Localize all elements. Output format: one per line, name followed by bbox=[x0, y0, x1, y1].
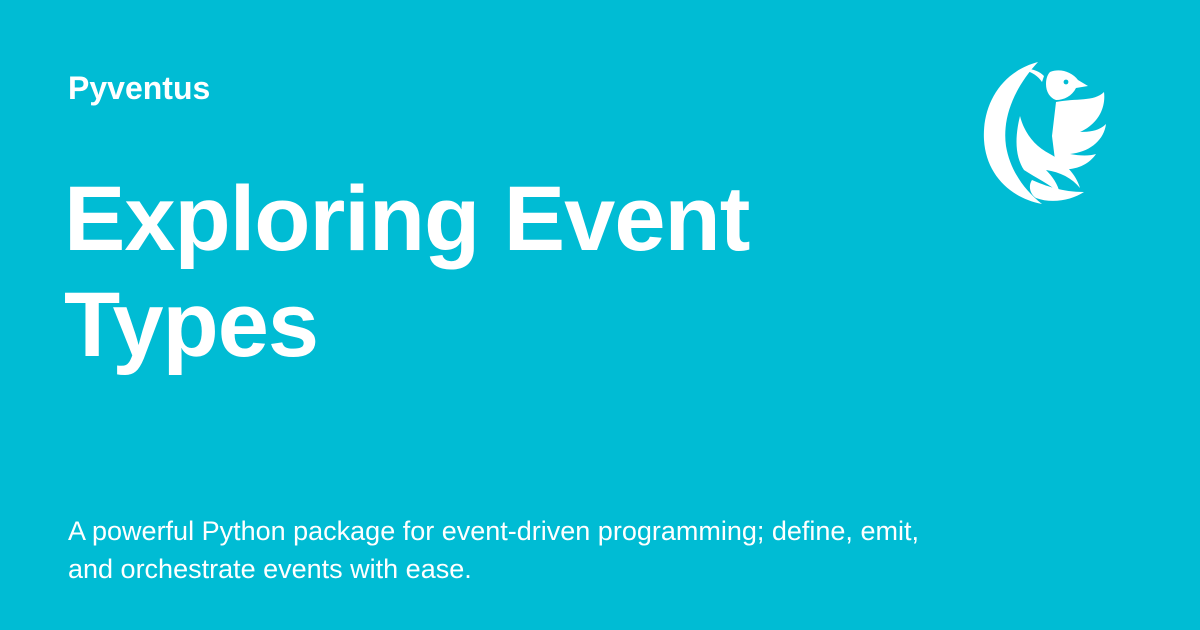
site-name: Pyventus bbox=[68, 70, 211, 106]
page-description: A powerful Python package for event-driv… bbox=[68, 516, 919, 584]
phoenix-icon bbox=[983, 62, 1106, 204]
page-title: Exploring Event Types bbox=[64, 168, 750, 376]
